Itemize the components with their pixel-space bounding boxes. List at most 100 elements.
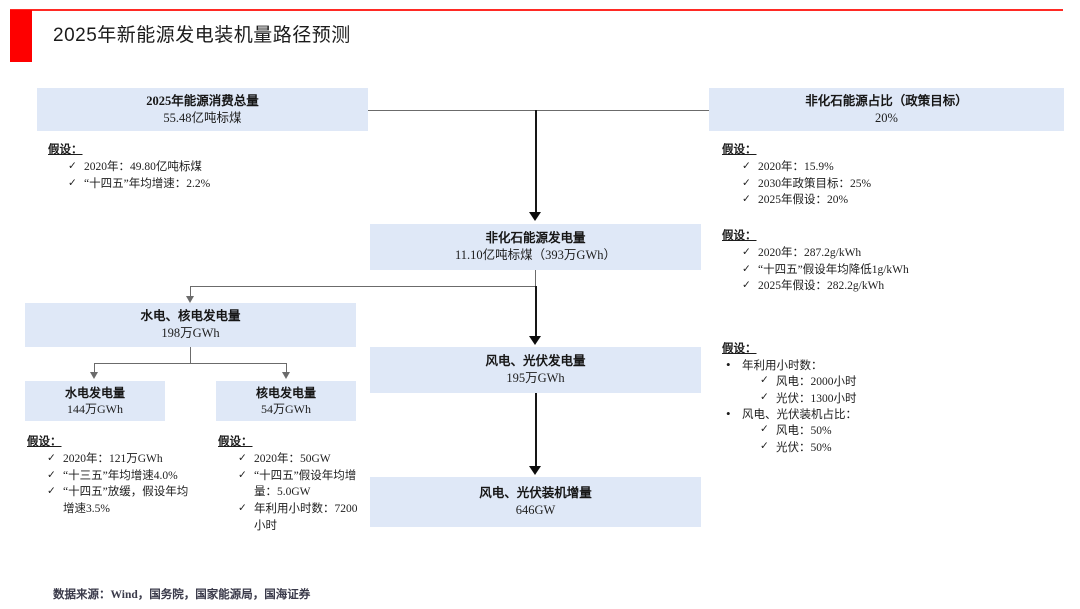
box-title: 非化石能源占比（政策目标） <box>805 93 968 108</box>
box-hydro-generation: 水电发电量 144万GWh <box>25 381 165 421</box>
list-item: • 年利用小时数： <box>722 357 1062 374</box>
assumptions-energy-total: 假设： ✓ 2020年：49.80亿吨标煤 ✓ “十四五”年均增速：2.2% <box>48 140 358 192</box>
list-item: ✓ 2020年：15.9% <box>722 159 1052 176</box>
bullet-icon: • <box>726 357 731 372</box>
check-icon: ✓ <box>68 161 77 172</box>
box-title: 非化石能源发电量 <box>485 231 586 246</box>
list-item: ✓ 光伏：1300小时 <box>722 391 1062 407</box>
check-icon: ✓ <box>760 375 769 387</box>
list-item: ✓ “十四五”假设年均增量：5.0GW <box>218 468 368 501</box>
assumptions-heading: 假设： <box>722 343 757 355</box>
list-item-text: 年利用小时数： <box>742 360 823 372</box>
list-item: ✓ 风电：2000小时 <box>722 374 1062 390</box>
check-icon: ✓ <box>760 424 769 436</box>
check-icon: ✓ <box>238 453 247 464</box>
box-value: 55.48亿吨标煤 <box>163 110 242 125</box>
box-title: 核电发电量 <box>255 385 316 400</box>
box-wind-solar-capacity: 风电、光伏装机增量 646GW <box>370 477 701 527</box>
list-item: • 风电、光伏装机占比： <box>722 405 1062 423</box>
box-value: 20% <box>875 110 898 125</box>
list-item-text: “十四五”假设年均降低1g/kWh <box>758 263 909 276</box>
list-item-text: 风电：2000小时 <box>776 376 857 389</box>
box-title: 水电、核电发电量 <box>140 309 241 324</box>
box-title: 风电、光伏发电量 <box>485 354 586 369</box>
connector-top-to-nonfossil <box>535 110 537 213</box>
list-item-text: “十四五”放缓，假设年均增速3.5% <box>63 486 189 516</box>
source-note: 数据来源：Wind，国务院，国家能源局，国海证券 <box>53 589 311 601</box>
list-item-text: “十四五”假设年均增量：5.0GW <box>254 469 357 499</box>
list-item: ✓ 2020年：49.80亿吨标煤 <box>48 159 358 176</box>
bullet-icon: • <box>726 405 731 421</box>
list-item-text: 风电、光伏装机占比： <box>742 408 857 421</box>
box-value: 144万GWh <box>67 402 123 416</box>
list-item: ✓ “十四五”放缓，假设年均增速3.5% <box>27 484 192 517</box>
assumptions-hydro: 假设： ✓ 2020年：121万GWh ✓ “十三五”年均增速4.0% ✓ “十… <box>27 432 192 518</box>
check-icon: ✓ <box>742 194 751 206</box>
box-nonfossil-share: 非化石能源占比（政策目标） 20% <box>709 88 1064 131</box>
assumptions-list: • 年利用小时数： ✓ 风电：2000小时 ✓ 光伏：1300小时 • 风电、光… <box>722 357 1062 456</box>
box-nonfossil-generation: 非化石能源发电量 11.10亿吨标煤（393万GWh） <box>370 224 701 270</box>
list-item: ✓ 2020年：287.2g/kWh <box>722 245 1062 262</box>
list-item-text: 光伏：1300小时 <box>776 392 857 405</box>
box-value: 646GW <box>515 503 556 517</box>
list-item: ✓ 风电：50% <box>722 423 1062 439</box>
check-icon: ✓ <box>742 177 751 189</box>
check-icon: ✓ <box>742 263 751 275</box>
box-value: 195万GWh <box>506 371 565 385</box>
list-item-text: 2020年：49.80亿吨标煤 <box>84 161 202 173</box>
assumptions-heading: 假设： <box>27 436 62 448</box>
list-item-text: 2020年：50GW <box>254 453 331 465</box>
list-item-text: 2020年：287.2g/kWh <box>758 247 862 259</box>
assumptions-coal-rate: 假设： ✓ 2020年：287.2g/kWh ✓ “十四五”假设年均降低1g/k… <box>722 226 1062 295</box>
list-item-text: 2020年：121万GWh <box>63 453 163 465</box>
connector-branch-horizontal <box>190 286 536 287</box>
list-item: ✓ 年利用小时数：7200小时 <box>218 501 368 534</box>
list-item-text: “十四五”年均增速：2.2% <box>84 177 211 190</box>
list-item-text: 2025年假设：282.2g/kWh <box>758 280 885 293</box>
assumptions-nonfossil-share: 假设： ✓ 2020年：15.9% ✓ 2030年政策目标：25% ✓ 2025… <box>722 140 1052 209</box>
list-item-text: 2025年假设：20% <box>758 194 849 207</box>
list-item: ✓ 2020年：50GW <box>218 451 368 468</box>
check-icon: ✓ <box>238 469 247 481</box>
connector-hydro-nuclear-horizontal <box>94 363 287 364</box>
assumptions-heading: 假设： <box>218 436 253 448</box>
check-icon: ✓ <box>47 486 56 498</box>
list-item-text: 2020年：15.9% <box>758 161 834 173</box>
connector-branch-left-down <box>190 286 191 297</box>
connector-top-horizontal <box>368 110 709 111</box>
assumptions-heading: 假设： <box>722 230 757 242</box>
list-item: ✓ “十三五”年均增速4.0% <box>27 468 192 485</box>
arrow-to-nonfossil-generation <box>529 212 541 221</box>
list-item: ✓ 2025年假设：20% <box>722 192 1052 209</box>
assumptions-nuclear: 假设： ✓ 2020年：50GW ✓ “十四五”假设年均增量：5.0GW ✓ 年… <box>218 432 368 534</box>
assumptions-list: ✓ 2020年：49.80亿吨标煤 ✓ “十四五”年均增速：2.2% <box>48 159 358 192</box>
box-value: 54万GWh <box>261 402 311 416</box>
arrow-to-wind-solar-capacity <box>529 466 541 475</box>
arrow-to-nuclear <box>282 372 290 379</box>
check-icon: ✓ <box>742 247 751 258</box>
page-title: 2025年新能源发电装机量路径预测 <box>53 25 351 46</box>
check-icon: ✓ <box>47 469 56 481</box>
check-icon: ✓ <box>238 503 247 515</box>
list-item: ✓ 2030年政策目标：25% <box>722 176 1052 193</box>
list-item: ✓ “十四五”假设年均降低1g/kWh <box>722 262 1062 279</box>
list-item: ✓ 2020年：121万GWh <box>27 451 192 468</box>
box-wind-solar-generation: 风电、光伏发电量 195万GWh <box>370 347 701 393</box>
box-title: 风电、光伏装机增量 <box>479 486 592 501</box>
box-nuclear-generation: 核电发电量 54万GWh <box>216 381 356 421</box>
box-value: 11.10亿吨标煤（393万GWh） <box>455 248 616 262</box>
connector-nuclear-down <box>286 363 287 374</box>
box-value: 198万GWh <box>161 326 220 340</box>
assumptions-heading: 假设： <box>722 144 757 156</box>
check-icon: ✓ <box>742 280 751 292</box>
list-item-text: 年利用小时数：7200小时 <box>254 503 358 532</box>
check-icon: ✓ <box>760 391 769 403</box>
assumptions-list: ✓ 2020年：15.9% ✓ 2030年政策目标：25% ✓ 2025年假设：… <box>722 159 1052 209</box>
list-item-text: “十三五”年均增速4.0% <box>63 469 178 482</box>
check-icon: ✓ <box>68 177 77 189</box>
check-icon: ✓ <box>742 161 751 172</box>
box-title: 水电发电量 <box>64 385 125 400</box>
arrow-to-hydro-nuclear <box>186 296 194 303</box>
assumptions-heading: 假设： <box>48 144 83 156</box>
connector-hydro-nuclear-stub <box>190 347 191 364</box>
